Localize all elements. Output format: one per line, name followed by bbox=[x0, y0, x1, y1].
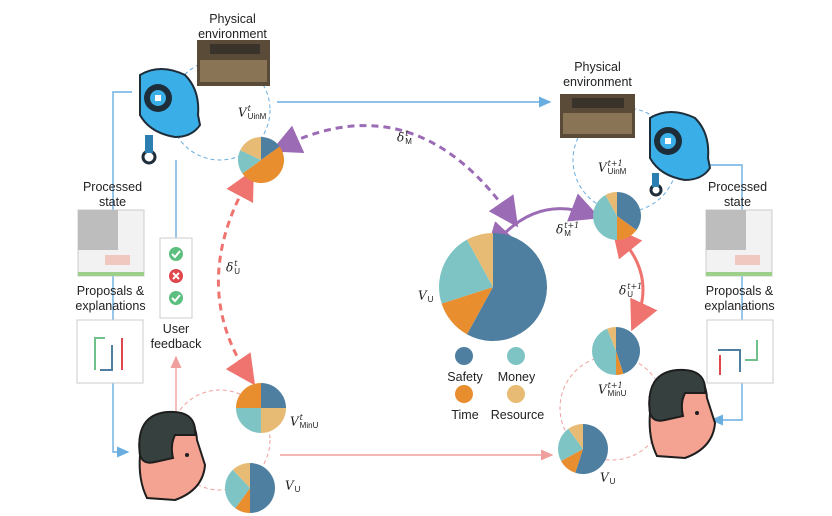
pie-slice-safety bbox=[466, 233, 547, 341]
pie-slice-time bbox=[236, 383, 261, 408]
math-v-u-left: V U bbox=[285, 478, 301, 494]
pie-slice-safety bbox=[250, 463, 275, 513]
proposals-label-right: Proposals & explanations bbox=[704, 284, 775, 313]
proposals-panel-left bbox=[76, 319, 144, 384]
robot-head-left bbox=[139, 68, 202, 165]
pie-slice-safety bbox=[261, 137, 280, 160]
pie-slice-money bbox=[558, 428, 583, 462]
legend-swatch-safety bbox=[455, 347, 473, 365]
pie-slice-resource bbox=[568, 424, 583, 449]
legend-label-resource: Resource bbox=[490, 408, 545, 422]
right-machine-to-user-link bbox=[700, 164, 743, 426]
legend-swatch-resource bbox=[507, 385, 525, 403]
legend-swatch-time bbox=[455, 385, 473, 403]
pie-slice-money bbox=[593, 194, 617, 240]
delta-m-t1-arrow bbox=[485, 193, 601, 254]
pie-slice-time bbox=[242, 146, 285, 183]
processed-state-grid-left bbox=[77, 209, 145, 277]
math-v-u-right: V U bbox=[600, 470, 616, 486]
physical-environment-image-left bbox=[197, 40, 270, 86]
pie-slice-safety bbox=[575, 424, 609, 475]
delta-u-t-arrow bbox=[216, 169, 256, 386]
pie-slice-time bbox=[235, 488, 250, 513]
check-icon-glyph bbox=[171, 250, 181, 259]
processed-state-label-left: Processed state bbox=[82, 180, 143, 209]
human-head-right bbox=[648, 368, 717, 460]
pie-slice-money bbox=[224, 469, 250, 509]
user-feedback-label: User feedback bbox=[150, 322, 202, 351]
check-icon-glyph bbox=[171, 294, 181, 303]
pie-slice-time bbox=[561, 449, 583, 473]
pie-slice-resource bbox=[240, 137, 261, 160]
physical-environment-image-right bbox=[560, 94, 635, 138]
pie-v-u-left bbox=[224, 463, 275, 513]
proposals-panel-right bbox=[706, 319, 774, 384]
pie-slice-resource bbox=[261, 408, 286, 433]
processed-state-grid-right bbox=[705, 209, 773, 277]
check-icon bbox=[169, 291, 183, 305]
pie-slice-money bbox=[238, 150, 261, 174]
legend-label-money: Money bbox=[497, 370, 536, 384]
pie-slice-money bbox=[439, 239, 493, 304]
delta-m-t-arrow bbox=[270, 124, 519, 228]
pie-slice-time bbox=[617, 216, 637, 240]
pie-slice-money bbox=[592, 328, 616, 375]
proposals-label-left: Proposals & explanations bbox=[75, 284, 146, 313]
legend-label-safety: Safety bbox=[447, 370, 483, 384]
pie-slice-time bbox=[441, 287, 493, 335]
pie-slice-safety bbox=[617, 192, 641, 231]
check-icon bbox=[169, 247, 183, 261]
pie-slice-resource bbox=[232, 463, 250, 488]
legend-label-time: Time bbox=[451, 408, 479, 422]
pie-slice-safety bbox=[616, 327, 640, 374]
pie-v-minu-t bbox=[236, 383, 286, 433]
pie-v-u-right bbox=[558, 424, 609, 475]
pie-slice-time bbox=[616, 351, 624, 375]
human-head-left bbox=[138, 410, 207, 502]
physical-env-label-right: Physical environment bbox=[563, 60, 632, 89]
pie-slice-resource bbox=[605, 192, 617, 216]
legend-swatch-money bbox=[507, 347, 525, 365]
pie-v-uinm-t bbox=[238, 137, 285, 183]
pie-v-minu-t1 bbox=[592, 327, 640, 375]
processed-state-label-right: Processed state bbox=[707, 180, 768, 209]
pie-slice-safety bbox=[261, 383, 286, 408]
math-v-u-center: V U bbox=[418, 288, 434, 304]
pie-slice-money bbox=[236, 408, 261, 433]
pie-v-u-center bbox=[439, 233, 547, 341]
pie-slice-resource bbox=[607, 327, 616, 351]
robot-head-right bbox=[649, 111, 712, 197]
pie-slice-resource bbox=[466, 233, 493, 287]
delta-u-t1-arrow bbox=[611, 226, 658, 332]
physical-env-label-left: Physical environment bbox=[198, 12, 267, 41]
cross-icon-glyph bbox=[172, 272, 180, 280]
pie-v-uinm-t1 bbox=[593, 192, 641, 240]
